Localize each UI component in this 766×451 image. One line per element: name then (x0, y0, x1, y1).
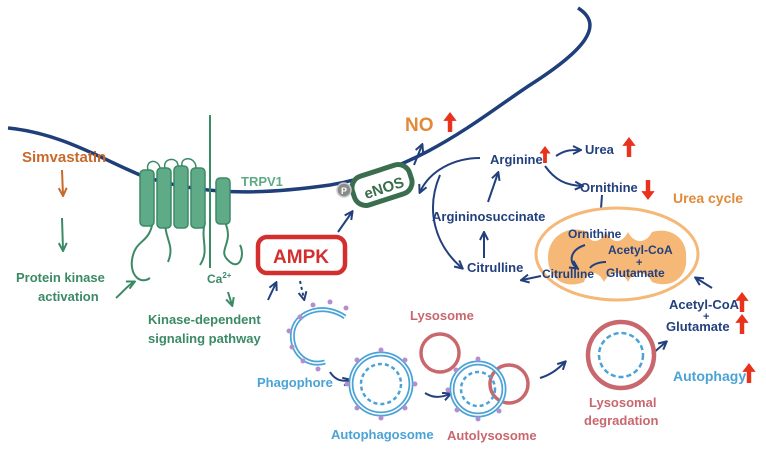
cell-membrane (7, 6, 592, 194)
trpv1-channel (130, 158, 243, 282)
arginine-label: Arginine (490, 152, 543, 167)
trpv1-label: TRPV1 (241, 174, 283, 189)
simvastatin-label: Simvastatin (22, 149, 106, 166)
lysosomal-label-line2: degradation (584, 413, 658, 428)
ampk-label: AMPK (273, 247, 329, 268)
urea-up-arrow-icon (622, 137, 636, 157)
citrulline-label: Citrulline (467, 260, 523, 275)
mito-glutamate-label: Glutamate (606, 266, 665, 280)
lysosomal-label-line1: Lysosomal (589, 395, 656, 410)
phosphate-circle (336, 182, 352, 198)
simvastatin-to-kinase-arrow (62, 217, 63, 250)
glutamate-up-arrow-icon (735, 314, 749, 334)
urea-cycle-label: Urea cycle (673, 190, 743, 206)
protein-kinase-label-line1: Protein kinase (16, 270, 105, 285)
arginine-to-enos-arrow (420, 157, 481, 192)
mito-citrulline-out-arrow (522, 276, 542, 280)
ornithine-label: Ornithine (580, 180, 638, 195)
autophagosome-label: Autophagosome (331, 427, 434, 442)
autophagosome-to-autolysosome-arrow (424, 393, 450, 397)
lysosomal-degradation-vesicle (585, 319, 657, 391)
phagophore-to-autophagosome-arrow (329, 371, 350, 381)
phagophore-label: Phagophore (257, 375, 333, 390)
protein-kinase-label-line2: activation (38, 289, 99, 304)
mito-plus-label: + (636, 257, 642, 269)
mito-acetyl-coa-label: Acetyl-CoA (608, 243, 673, 257)
mito-citrulline-label: Citrulline (542, 267, 594, 281)
phosphate-label: P (341, 186, 347, 196)
mito-ornithine-to-citrulline-arrow (572, 244, 586, 268)
phagophore (286, 299, 349, 372)
autolysosome-to-degradation-arrow (539, 362, 565, 379)
mito-ornithine-label: Ornithine (568, 227, 622, 241)
arginine-to-ornithine-arrow (544, 165, 582, 186)
argininosuccinate-to-arginine-arrow (487, 173, 498, 203)
enos-box (349, 162, 415, 208)
autolysosome (445, 356, 530, 422)
autolysosome-label: Autolysosome (447, 428, 537, 443)
acetyl-into-mito-arrow (696, 278, 713, 289)
enos-to-no-arrow (413, 145, 422, 166)
enos-to-citrulline-arrow (432, 174, 462, 268)
autophagy-label: Autophagy (673, 368, 746, 384)
outside-plus-label: + (703, 311, 709, 323)
ampk-box (255, 234, 348, 276)
arginine-to-urea-arrow (555, 150, 580, 157)
calcium-label: Ca2+ (207, 271, 232, 286)
lysosome (419, 332, 461, 374)
mitochondrion (534, 206, 700, 302)
kinase-to-channel-arrow (115, 282, 134, 299)
calcium-to-kinase-arrow (228, 291, 232, 305)
ornithine-down-arrow-icon (641, 180, 655, 200)
no-up-arrow-icon (443, 112, 457, 132)
mito-acetyl-to-citrulline-arrow (589, 261, 607, 269)
kinase-to-ampk-arrow (267, 283, 276, 301)
kinase-dependent-label-line2: signaling pathway (148, 331, 261, 346)
ampk-to-enos-arrow (337, 212, 352, 233)
glutamate-label: Glutamate (666, 319, 730, 334)
urea-label: Urea (585, 142, 615, 157)
no-label: NO (405, 115, 434, 136)
argininosuccinate-label: Argininosuccinate (432, 209, 545, 224)
kinase-dependent-label-line1: Kinase-dependent (148, 312, 261, 327)
acetyl-coa-label: Acetyl-CoA (669, 297, 740, 312)
lysosome-label: Lysosome (410, 308, 474, 323)
autophagosome (344, 347, 418, 421)
simvastatin-arrow (62, 169, 63, 195)
ampk-to-autophagy-arrow (300, 280, 304, 299)
